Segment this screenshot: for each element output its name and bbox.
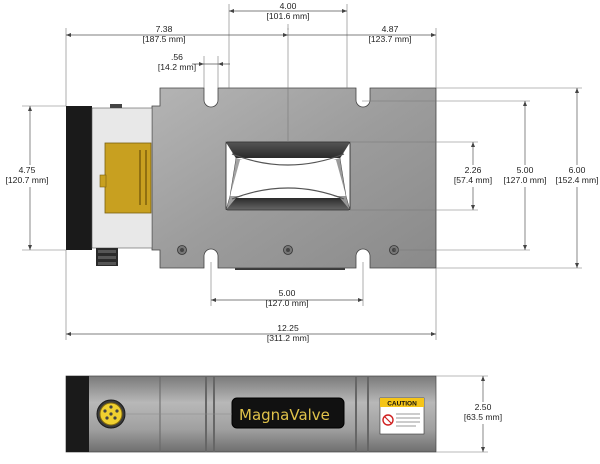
dim-side-height-mm: [63.5 mm] [464,412,502,422]
dim-overall-height-in: 6.00 [569,165,586,175]
dim-hole-v-mm: [127.0 mm] [504,175,547,185]
dim-slot-mm: [14.2 mm] [158,62,196,72]
dim-top-width-mm: [101.6 mm] [267,11,310,21]
dim-window-in: 2.26 [465,165,482,175]
dim-top-width-in: 4.00 [280,1,297,11]
dim-overall-length-in: 12.25 [277,323,299,333]
dim-left-offset-in: 7.38 [156,24,173,34]
flow-window [225,141,351,211]
caution-text: CAUTION [387,401,417,408]
side-end-cap [66,376,89,452]
screw-holes [177,245,399,255]
dim-body-height-mm: [120.7 mm] [6,175,49,185]
top-view [66,87,437,270]
dim-hole-h-in: 5.00 [279,288,296,298]
dim-left-offset-mm: [187.5 mm] [143,34,186,44]
dim-side-height-in: 2.50 [475,402,492,412]
dim-right-offset-in: 4.87 [382,24,399,34]
side-view: MagnaValve CAUTION [65,375,437,453]
dim-hole-h-mm: [127.0 mm] [266,298,309,308]
dim-right-offset-mm: [123.7 mm] [369,34,412,44]
brand-label: MagnaValve [239,406,330,424]
caution-sticker: CAUTION [379,397,425,435]
dim-hole-v-in: 5.00 [517,165,534,175]
dimensions-top-view: 4.00 [101.6 mm] 7.38 [187.5 mm] 4.87 [12… [2,1,600,343]
end-cap [66,106,92,250]
dim-overall-height-mm: [152.4 mm] [556,175,599,185]
dim-slot-in: .56 [171,52,183,62]
round-connector [96,399,126,429]
dim-window-mm: [57.4 mm] [454,175,492,185]
brand-plate [231,397,345,429]
circuit-board [104,142,152,214]
dim-overall-length-mm: [311.2 mm] [267,333,309,343]
dimensions-side-view: 2.50 [63.5 mm] [436,375,510,453]
dim-body-height-in: 4.75 [19,165,36,175]
